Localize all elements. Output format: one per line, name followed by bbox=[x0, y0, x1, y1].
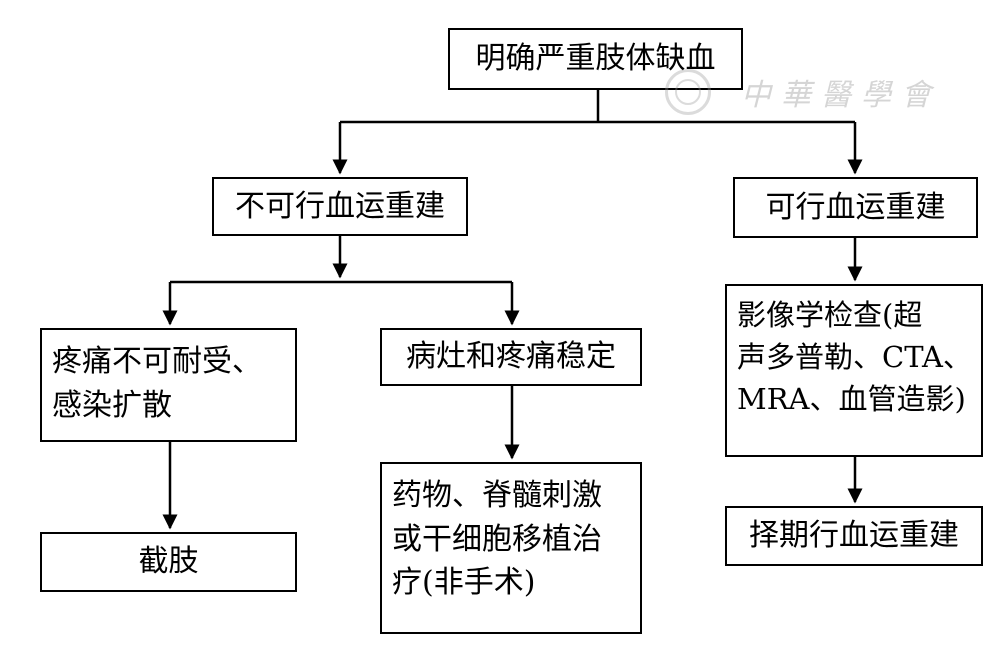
node-imaging-line-1: 影像学检查(超 bbox=[737, 298, 923, 332]
node-nonsurgical-line-1: 药物、脊髓刺激 bbox=[392, 478, 602, 513]
node-stable-label: 病灶和疼痛稳定 bbox=[406, 339, 616, 375]
watermark-text: 中華醫學會 bbox=[741, 78, 941, 113]
node-revasc: 可行血运重建 bbox=[733, 177, 978, 238]
node-no-revasc: 不可行血运重建 bbox=[212, 177, 468, 236]
node-no-revasc-label: 不可行血运重建 bbox=[235, 188, 445, 224]
node-nonsurgical: 药物、脊髓刺激 或干细胞移植治 疗(非手术) bbox=[380, 462, 642, 634]
node-imaging: 影像学检查(超 声多普勒、CTA、 MRA、血管造影) bbox=[725, 284, 983, 457]
node-pain-unbearable: 疼痛不可耐受、 感染扩散 bbox=[40, 328, 297, 442]
node-revasc-label: 可行血运重建 bbox=[765, 189, 946, 225]
node-nonsurgical-line-3: 疗(非手术) bbox=[392, 565, 536, 600]
node-elective-label: 择期行血运重建 bbox=[749, 518, 959, 554]
node-stable: 病灶和疼痛稳定 bbox=[380, 328, 642, 386]
watermark: 中華醫學會 bbox=[665, 62, 955, 122]
node-nonsurgical-line-2: 或干细胞移植治 bbox=[392, 521, 602, 557]
node-imaging-line-3: MRA、血管造影) bbox=[737, 382, 966, 417]
node-pain-line-1: 疼痛不可耐受、 bbox=[52, 344, 262, 379]
node-amputation-label: 截肢 bbox=[138, 544, 199, 580]
node-root-label: 明确严重肢体缺血 bbox=[475, 41, 716, 77]
node-elective: 择期行血运重建 bbox=[725, 506, 983, 566]
node-pain-line-2: 感染扩散 bbox=[52, 387, 172, 423]
watermark-seal-icon bbox=[665, 69, 711, 115]
node-amputation: 截肢 bbox=[40, 532, 297, 592]
node-imaging-line-2: 声多普勒、CTA、 bbox=[737, 340, 972, 375]
